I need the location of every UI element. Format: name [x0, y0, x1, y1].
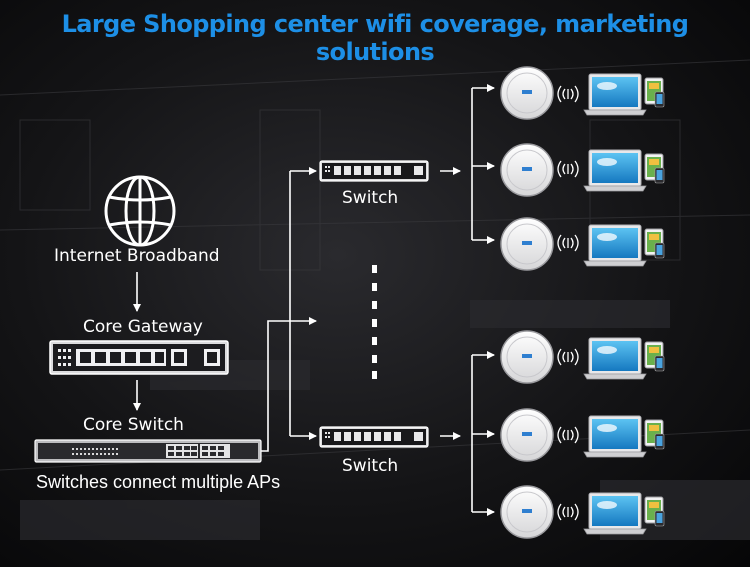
wifi-signal-icon	[557, 85, 579, 103]
core-gateway-label: Core Gateway	[83, 317, 203, 337]
wifi-signal-icon	[557, 426, 579, 444]
wifi-signal-icon	[557, 503, 579, 521]
wifi-signal-icon	[557, 234, 579, 252]
switch-bottom-label: Switch	[342, 456, 399, 476]
ap-links	[440, 84, 495, 516]
wifi-signal-icon	[557, 160, 579, 178]
laptop-icon	[583, 149, 665, 192]
laptop-icon	[583, 415, 665, 458]
access-point-icon	[500, 143, 554, 197]
laptop-icon	[583, 337, 665, 380]
laptop-icon	[583, 73, 665, 116]
access-point-icon	[500, 485, 554, 539]
laptop-icon	[583, 224, 665, 267]
switch-icon	[319, 426, 429, 448]
laptop-icon	[583, 492, 665, 535]
ellipsis-dots	[372, 265, 377, 379]
trunk-links	[261, 167, 317, 452]
access-point-icon	[500, 330, 554, 384]
switch-icon	[319, 160, 429, 182]
internet-broadband-label: Internet Broadband	[54, 246, 220, 266]
switch-top-label: Switch	[342, 188, 399, 208]
wifi-signal-icon	[557, 348, 579, 366]
access-point-icon	[500, 66, 554, 120]
access-point-icon	[500, 408, 554, 462]
access-point-icon	[500, 217, 554, 271]
core-switch-icon	[34, 439, 262, 463]
core-switch-label: Core Switch	[83, 415, 184, 435]
switches-note: Switches connect multiple APs	[36, 472, 281, 492]
gateway-icon	[49, 340, 229, 375]
globe-icon	[104, 175, 176, 247]
diagram-title: Large Shopping center wifi coverage, mar…	[61, 10, 689, 66]
